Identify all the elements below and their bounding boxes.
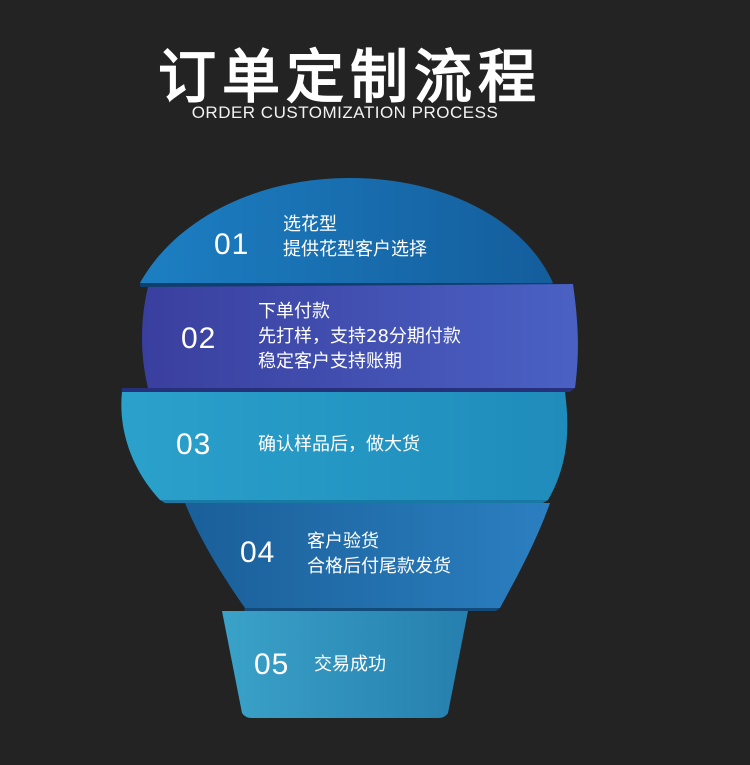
step-4-line-2: 合格后付尾款发货 [307,556,451,577]
step-2-text: 下单付款 先打样，支持28分期付款 稳定客户支持账期 [258,299,461,374]
step-1-line-2: 提供花型客户选择 [283,239,427,260]
step-3-segment [121,392,568,500]
step-4-fold [244,608,500,611]
step-3-text: 确认样品后，做大货 [258,432,420,457]
step-2-fold [122,388,575,392]
step-2-segment [142,284,578,388]
step-1-line-1: 选花型 [283,214,337,235]
step-1-segment [140,178,553,283]
step-4-line-1: 客户验货 [307,531,379,552]
step-5-text: 交易成功 [314,652,386,677]
step-2-line-3: 稳定客户支持账期 [258,351,402,372]
page-subtitle: ORDER CUSTOMIZATION PROCESS [191,103,499,122]
step-1-text: 选花型 提供花型客户选择 [283,212,427,262]
step-1-number: 01 [214,228,250,261]
step-3-fold [160,500,548,503]
step-3-number: 03 [176,428,212,461]
step-2-number: 02 [181,322,217,355]
step-2-line-2: 先打样，支持28分期付款 [258,326,461,347]
step-3-line-1: 确认样品后，做大货 [258,434,420,455]
step-5-segment [222,611,468,718]
step-4-text: 客户验货 合格后付尾款发货 [307,529,451,579]
step-4-segment [185,503,550,608]
step-5-line-1: 交易成功 [314,654,386,675]
step-5-number: 05 [254,648,290,681]
step-4-number: 04 [240,536,276,569]
page-title: 订单定制流程 [157,43,542,111]
step-2-line-1: 下单付款 [258,301,330,322]
